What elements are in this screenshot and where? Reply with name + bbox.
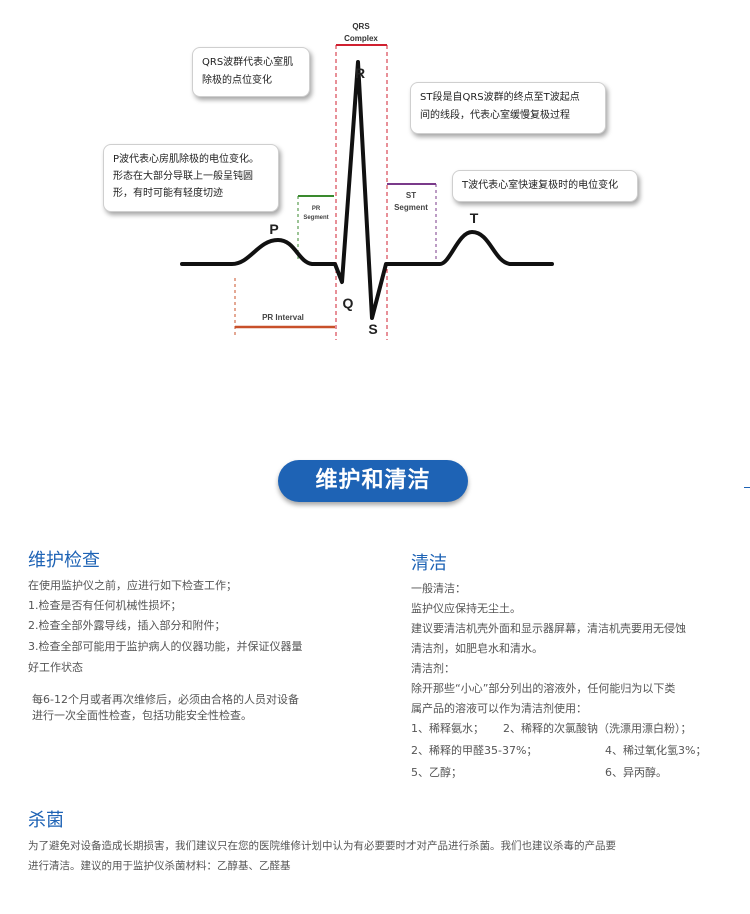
- cleaning-agent: 2、稀释的次氯酸钠（洗漂用漂白粉）；: [503, 722, 692, 735]
- wave-s-label: S: [368, 321, 377, 337]
- st-segment-label-2: Segment: [394, 203, 428, 212]
- maintenance-note: 每6-12个月或者再次维修后，必须由合格的人员对设备: [32, 693, 299, 706]
- maintenance-heading: 维护检查: [28, 550, 100, 571]
- callout-qrs-line: 除极的点位变化: [202, 75, 272, 86]
- cleaning-agent: 6、异丙醇。: [605, 766, 667, 779]
- cleaning-line: 一般清洁：: [411, 582, 466, 595]
- pr-interval-marker: PR Interval: [234, 278, 335, 336]
- cleaning-agent: 4、稀过氧化氢3%；: [605, 744, 707, 757]
- callout-qrs-line: QRS波群代表心室肌: [202, 57, 294, 68]
- qrs-complex-marker: QRS Complex: [335, 22, 388, 340]
- pr-segment-marker: PR Segment: [297, 195, 334, 262]
- maintenance-intro: 在使用监护仪之前，应进行如下检查工作；: [28, 579, 237, 592]
- cleaning-agent: 1、稀释氨水；: [411, 722, 484, 735]
- callout-st-line: ST段是自QRS波群的终点至T波起点: [420, 92, 580, 103]
- sterilize-line: 进行清洁。建议的用于监护仪杀菌材料：乙醇基、乙醛基: [28, 860, 291, 872]
- cleaning-line: 建议要清洁机壳外面和显示器屏幕，清洁机壳要用无侵蚀: [411, 622, 686, 635]
- cleaning-agent: 5、乙醇；: [411, 766, 462, 779]
- wave-r-label: R: [355, 65, 365, 81]
- pr-segment-label-2: Segment: [303, 215, 328, 221]
- maintenance-item: 2.检查全部外露导线，插入部分和附件；: [28, 619, 226, 632]
- wave-t-label: T: [470, 210, 479, 226]
- callout-st-line: 间的线段，代表心室缓慢复极过程: [420, 110, 570, 121]
- maintenance-note: 进行一次全面性检查，包括功能安全性检查。: [32, 709, 252, 722]
- callout-p-line: P波代表心房肌除极的电位变化。: [113, 154, 260, 165]
- callout-qrs: QRS波群代表心室肌 除极的点位变化: [192, 47, 310, 97]
- pr-segment-label-1: PR: [312, 206, 321, 212]
- cleaning-line: 清洁剂：: [411, 662, 455, 675]
- st-segment-marker: ST Segment: [387, 183, 437, 262]
- callout-t-line: T波代表心室快速复极时的电位变化: [462, 180, 619, 191]
- sterilize-heading: 杀菌: [28, 810, 64, 831]
- maintenance-item: 1.检查是否有任何机械性损坏；: [28, 599, 182, 612]
- cleaning-line: 清洁剂，如肥皂水和清水。: [411, 642, 543, 655]
- maintenance-item: 3.检查全部可能用于监护病人的仪器功能，并保证仪器量: [28, 640, 303, 653]
- callout-st: ST段是自QRS波群的终点至T波起点 间的线段，代表心室缓慢复极过程: [410, 82, 606, 134]
- ecg-diagram: QRS Complex PR Segment ST Segment PR Int…: [180, 22, 554, 340]
- edge-mark: [744, 487, 750, 488]
- cleaning-agent: 2、稀释的甲醛35-37%；: [411, 744, 538, 757]
- pr-interval-label: PR Interval: [262, 313, 304, 322]
- sterilize-line: 为了避免对设备造成长期损害，我们建议只在您的医院维修计划中认为有必要要时才对产品…: [28, 840, 616, 852]
- wave-p-label: P: [269, 221, 278, 237]
- qrs-label-line2: Complex: [344, 34, 378, 43]
- cleaning-line: 监护仪应保持无尘土。: [411, 602, 521, 615]
- cleaning-line: 除开那些“小心”部分列出的溶液外，任何能归为以下类: [411, 682, 676, 695]
- callout-t: T波代表心室快速复极时的电位变化: [452, 170, 638, 202]
- st-segment-label-1: ST: [406, 191, 416, 200]
- ecg-trace: [180, 60, 554, 320]
- qrs-label-line1: QRS: [352, 22, 370, 31]
- section-banner-maintenance-cleaning: 维护和清洁: [278, 460, 468, 502]
- callout-p-line: 形，有时可能有轻度切迹: [113, 188, 223, 199]
- cleaning-heading: 清洁: [411, 553, 447, 574]
- callout-p: P波代表心房肌除极的电位变化。 形态在大部分导联上一般呈钝圆 形，有时可能有轻度…: [103, 144, 279, 212]
- callout-p-line: 形态在大部分导联上一般呈钝圆: [113, 171, 253, 182]
- maintenance-item-cont: 好工作状态: [28, 661, 83, 674]
- cleaning-line: 属产品的溶液可以作为清洁剂使用：: [411, 702, 587, 715]
- wave-q-label: Q: [343, 295, 354, 311]
